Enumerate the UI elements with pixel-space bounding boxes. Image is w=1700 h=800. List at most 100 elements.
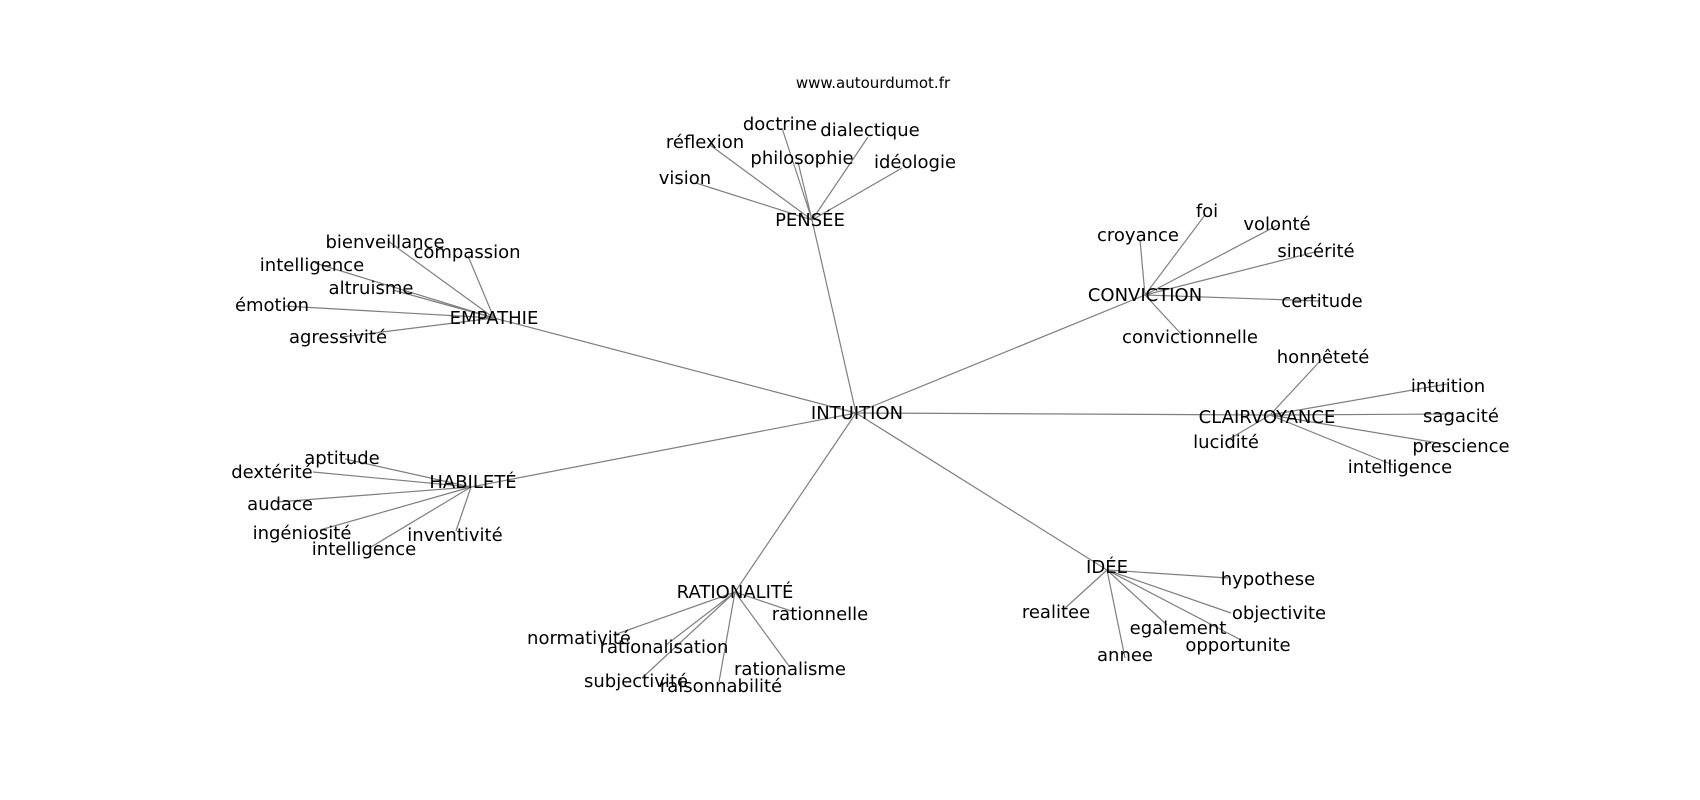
hub-leaf-edge — [1144, 214, 1206, 296]
hub-leaf-edge — [797, 161, 813, 221]
hub-leaf-edge — [312, 471, 472, 488]
leaf-word: foi — [1196, 201, 1218, 222]
leaf-word: intelligence — [260, 255, 364, 276]
leaf-word: bienveillance — [325, 232, 444, 253]
hub-leaf-edge — [283, 305, 495, 319]
leaf-word: hypothese — [1221, 569, 1316, 590]
hub-leaf-edge — [695, 182, 813, 221]
center-word: INTUITION — [811, 403, 903, 424]
leaf-word: dextérité — [231, 462, 313, 483]
hub-leaf-edge — [665, 591, 736, 646]
hub-leaf-edge — [467, 255, 495, 319]
hub-leaf-edge — [319, 486, 472, 531]
hub-leaf-edge — [1144, 294, 1184, 337]
hub-leaf-edge — [709, 144, 813, 221]
leaf-word: sagacité — [1423, 406, 1499, 427]
hub-leaf-edge — [718, 591, 736, 683]
hub-leaf-edge — [811, 167, 903, 221]
hub-leaf-edge — [455, 486, 472, 532]
edges-layer — [276, 127, 1452, 683]
hub-word: CLAIRVOYANCE — [1199, 407, 1336, 428]
leaf-word: certitude — [1281, 291, 1362, 312]
center-hub-edge — [811, 219, 857, 414]
leaf-word: volonté — [1243, 214, 1310, 235]
leaf-word: honnêteté — [1277, 347, 1370, 368]
leaf-word: croyance — [1097, 225, 1179, 246]
leaf-word: subjectivité — [584, 671, 688, 692]
leaf-word: compassion — [413, 242, 520, 263]
hub-leaf-edge — [1144, 251, 1316, 296]
leaf-word: raisonnabilité — [660, 676, 782, 697]
leaf-word: intelligence — [312, 539, 416, 560]
hub-leaf-edge — [1269, 358, 1323, 416]
hub-word: EMPATHIE — [450, 308, 539, 329]
site-watermark: www.autourdumot.fr — [796, 74, 951, 92]
center-hub-edge — [470, 412, 857, 488]
leaf-word: intelligence — [1348, 457, 1452, 478]
hub-leaf-edge — [1269, 413, 1452, 416]
leaf-word: altruisme — [329, 278, 414, 299]
hub-leaf-edge — [1062, 569, 1108, 611]
leaf-word: rationalisation — [600, 637, 729, 658]
leaf-word: philosophie — [750, 148, 853, 169]
hub-leaf-edge — [734, 591, 792, 612]
center-hub-edge — [734, 412, 857, 593]
center-hub-edge — [855, 294, 1146, 414]
hub-leaf-edge — [781, 127, 813, 221]
hub-leaf-edge — [734, 591, 790, 667]
hub-leaf-edge — [1106, 569, 1168, 626]
leaf-word: sincérité — [1277, 241, 1354, 262]
leaf-word: normativité — [527, 628, 631, 649]
hub-word: IDÉE — [1086, 556, 1128, 578]
leaf-word: realitee — [1022, 602, 1090, 623]
hub-leaf-edge — [387, 240, 495, 319]
center-hub-edge — [855, 412, 1271, 416]
hub-leaf-edge — [314, 262, 495, 319]
leaf-word: émotion — [235, 295, 309, 316]
leaf-word: rationnelle — [772, 604, 868, 625]
leaf-word: dialectique — [820, 120, 919, 141]
hub-leaf-edge — [641, 591, 736, 679]
leaf-word: idéologie — [874, 152, 956, 173]
hub-leaf-edge — [370, 486, 472, 548]
leaf-word: lucidité — [1193, 432, 1259, 453]
leaf-word: réflexion — [666, 132, 744, 153]
hub-leaf-edge — [392, 289, 495, 319]
leaf-word: vision — [659, 168, 711, 189]
leaf-word: annee — [1097, 645, 1153, 666]
hub-leaf-edge — [341, 317, 495, 338]
leaf-word: doctrine — [743, 114, 817, 135]
hub-leaf-edge — [1269, 414, 1394, 466]
hub-leaf-edge — [1269, 414, 1445, 445]
leaf-word: ingéniosité — [253, 523, 352, 544]
leaf-word: intuition — [1411, 376, 1485, 397]
leaf-word: prescience — [1412, 436, 1509, 457]
hub-leaf-edge — [1269, 383, 1448, 416]
leaf-word: egalement — [1130, 618, 1227, 639]
hub-leaf-edge — [1106, 569, 1232, 614]
leaf-word: convictionnelle — [1122, 327, 1258, 348]
leaf-word: inventivité — [407, 525, 502, 546]
hub-word: HABILETÉ — [429, 471, 516, 493]
hub-leaf-edge — [1106, 569, 1242, 641]
hub-leaf-edge — [1144, 294, 1321, 302]
center-hub-edge — [493, 317, 857, 414]
hub-leaf-edge — [1144, 224, 1279, 296]
hub-word: PENSÉE — [775, 209, 845, 231]
hub-leaf-edge — [1139, 239, 1146, 296]
leaf-word: rationalisme — [734, 659, 846, 680]
hub-leaf-edge — [1225, 414, 1271, 442]
hub-leaf-edge — [811, 136, 869, 221]
hub-leaf-edge — [1106, 569, 1229, 579]
hub-word: CONVICTION — [1088, 285, 1202, 306]
hub-leaf-edge — [344, 458, 472, 488]
center-hub-edge — [855, 412, 1108, 571]
hub-leaf-edge — [613, 591, 736, 636]
leaf-word: aptitude — [304, 448, 379, 469]
leaf-word: agressivité — [289, 327, 387, 348]
leaf-word: objectivite — [1232, 603, 1326, 624]
hub-leaf-edge — [1106, 569, 1126, 659]
leaf-word: opportunite — [1185, 635, 1290, 656]
